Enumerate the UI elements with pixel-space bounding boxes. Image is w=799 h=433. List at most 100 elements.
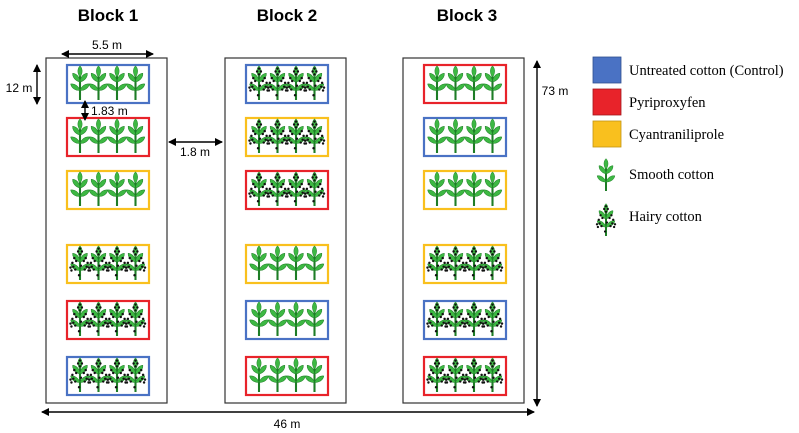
- hairy-cotton-plant: [303, 118, 326, 153]
- smooth-cotton-plant: [286, 357, 306, 392]
- block-2-plot-6: [244, 355, 330, 397]
- block-1-plot-6: [65, 355, 151, 397]
- smooth-cotton-plant: [249, 357, 269, 392]
- smooth-cotton-plant: [249, 301, 269, 336]
- smooth-cotton-plant: [464, 118, 484, 153]
- smooth-cotton-plant: [445, 171, 466, 206]
- hairy-cotton-plant: [266, 118, 289, 153]
- block-1-outline: [45, 57, 168, 404]
- plot-width-label: 5.5 m: [92, 38, 122, 52]
- smooth-cotton-plant: [482, 118, 503, 153]
- block-2-plot-5: [244, 299, 330, 341]
- hairy-cotton-plant: [87, 301, 110, 336]
- block-3-outline: [402, 57, 525, 404]
- smooth-cotton-plant: [88, 118, 109, 153]
- smooth-cotton-plant: [482, 171, 503, 206]
- field-width-label: 46 m: [274, 417, 301, 431]
- smooth-cotton-plant: [464, 65, 484, 100]
- block-spacing-label: 1.8 m: [180, 145, 210, 159]
- plot-spacing-label: 1.83 m: [91, 104, 128, 118]
- block-2-title: Block 2: [257, 6, 317, 25]
- legend-swatch-control: [592, 56, 622, 84]
- smooth-cotton-plant: [267, 357, 288, 392]
- hairy-cotton-plant: [481, 245, 504, 280]
- hairy-cotton-plant: [124, 357, 147, 392]
- hairy-cotton-plant: [266, 171, 289, 206]
- legend-label-control: Untreated cotton (Control): [629, 63, 784, 79]
- block-1-plot-4: [65, 243, 151, 285]
- smooth-cotton-plant: [125, 65, 146, 100]
- block-3-plot-3: [422, 169, 508, 211]
- block-1-plot-5: [65, 299, 151, 341]
- hairy-cotton-plant: [481, 301, 504, 336]
- block-1-plot-2: [65, 116, 151, 158]
- smooth-cotton-plant: [304, 357, 325, 392]
- smooth-cotton-plant: [464, 171, 484, 206]
- legend-label-cyantraniliprole: Cyantraniliprole: [629, 127, 724, 143]
- smooth-cotton-plant: [70, 171, 90, 206]
- plot-length-label: 12 m: [6, 81, 33, 95]
- legend-swatch-cyantraniliprole: [592, 120, 622, 148]
- smooth-cotton-plant: [107, 65, 127, 100]
- smooth-cotton-plant: [125, 118, 146, 153]
- hairy-cotton-plant: [285, 118, 307, 153]
- block-3-plot-1: [422, 63, 508, 105]
- smooth-cotton-plant: [267, 245, 288, 280]
- hairy-cotton-plant: [87, 245, 110, 280]
- hairy-cotton-plant: [303, 65, 326, 100]
- hairy-cotton-plant: [266, 65, 289, 100]
- legend-swatch-pyriproxyfen: [592, 88, 622, 116]
- smooth-cotton-plant: [267, 301, 288, 336]
- smooth-cotton-plant: [107, 118, 127, 153]
- hairy-cotton-plant: [124, 301, 147, 336]
- smooth-cotton-plant: [596, 158, 616, 191]
- hairy-cotton-plant: [444, 301, 467, 336]
- smooth-cotton-plant: [107, 171, 127, 206]
- block-3-title: Block 3: [437, 6, 497, 25]
- legend-label-pyriproxyfen: Pyriproxyfen: [629, 95, 706, 111]
- hairy-cotton-icon: [595, 203, 617, 236]
- smooth-cotton-plant: [427, 171, 447, 206]
- hairy-cotton-plant: [124, 245, 147, 280]
- hairy-cotton-plant: [303, 171, 326, 206]
- hairy-cotton-plant: [426, 301, 448, 336]
- block-1-title: Block 1: [78, 6, 138, 25]
- hairy-cotton-plant: [106, 357, 128, 392]
- smooth-cotton-plant: [125, 171, 146, 206]
- smooth-cotton-plant: [286, 301, 306, 336]
- block-3-plot-5: [422, 299, 508, 341]
- smooth-cotton-plant: [88, 171, 109, 206]
- legend: Untreated cotton (Control) Pyriproxyfen …: [592, 56, 784, 236]
- field-length-label: 73 m: [542, 84, 569, 98]
- smooth-cotton-plant: [304, 245, 325, 280]
- block-2-plot-2: [244, 116, 330, 158]
- smooth-cotton-plant: [286, 245, 306, 280]
- block-2-plot-1: [244, 63, 330, 105]
- block-3-plot-2: [422, 116, 508, 158]
- hairy-cotton-plant: [285, 171, 307, 206]
- hairy-cotton-plant: [463, 301, 485, 336]
- hairy-cotton-plant: [463, 245, 485, 280]
- hairy-cotton-plant: [248, 118, 270, 153]
- block-2-outline: [224, 57, 347, 404]
- smooth-cotton-plant: [445, 118, 466, 153]
- smooth-cotton-plant: [249, 245, 269, 280]
- hairy-cotton-plant: [248, 65, 270, 100]
- legend-label-smooth: Smooth cotton: [629, 167, 715, 183]
- hairy-cotton-plant: [285, 65, 307, 100]
- block-2-plot-3: [244, 169, 330, 211]
- hairy-cotton-plant: [481, 357, 504, 392]
- hairy-cotton-plant: [444, 245, 467, 280]
- plots-layer: [65, 63, 508, 397]
- smooth-cotton-plant: [445, 65, 466, 100]
- block-2-plot-4: [244, 243, 330, 285]
- hairy-cotton-plant: [444, 357, 467, 392]
- smooth-cotton-plant: [427, 65, 447, 100]
- legend-label-hairy: Hairy cotton: [629, 209, 703, 225]
- hairy-cotton-plant: [595, 203, 617, 236]
- hairy-cotton-plant: [426, 357, 448, 392]
- smooth-cotton-plant: [304, 301, 325, 336]
- block-3-plot-4: [422, 243, 508, 285]
- block-3-plot-6: [422, 355, 508, 397]
